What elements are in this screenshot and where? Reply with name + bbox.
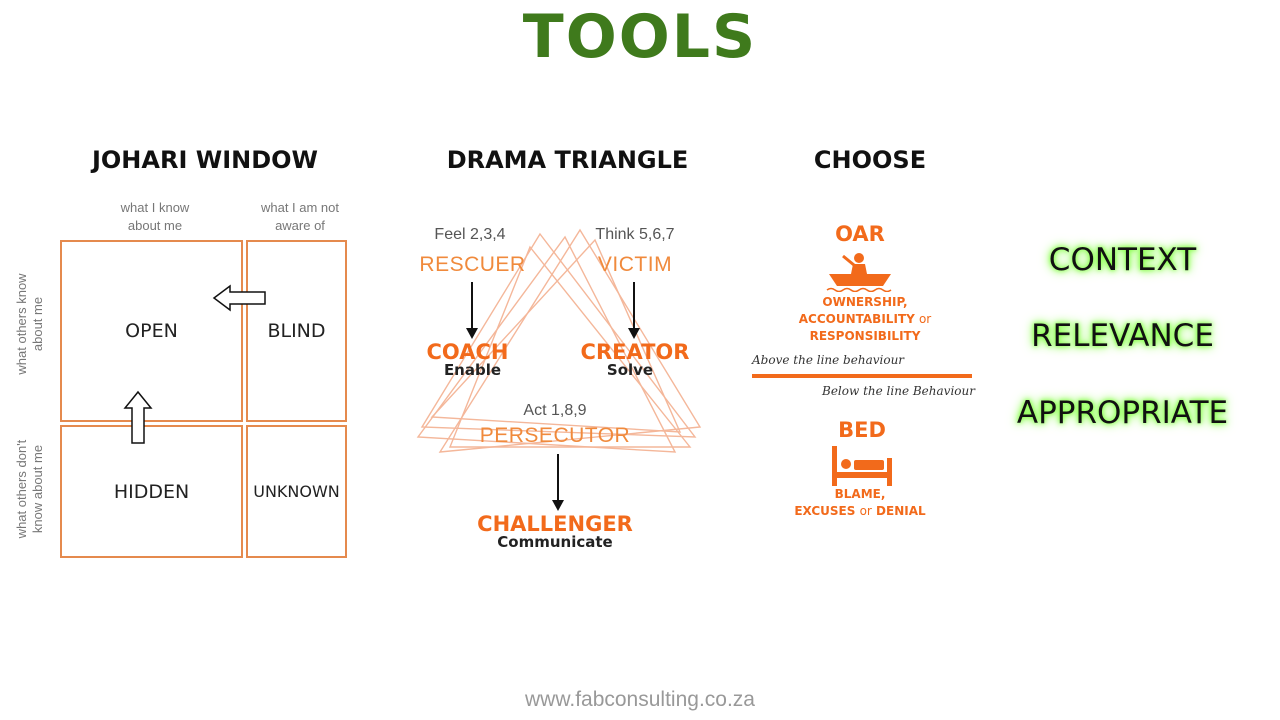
choose-heading: CHOOSE [813,146,927,174]
challenger-label: CHALLENGER [477,512,633,536]
below-line-text: Below the line Behaviour [822,384,975,398]
johari-unknown-label: UNKNOWN [253,482,340,501]
bed-line-1: BLAME, [834,487,886,501]
victim-note: Think 5,6,7 [595,226,675,243]
bed-line-2: EXCUSES or DENIAL [775,502,945,520]
johari-col-label-unaware: what I am not aware of [260,200,340,233]
keyword-appropriate: APPROPRIATE [1016,395,1229,431]
johari-col-label-known: what I know about me [120,200,190,233]
persecutor-note: Act 1,8,9 [523,402,587,419]
above-line-text: Above the line behaviour [752,353,905,367]
bed-icon [832,446,892,486]
rescuer-arrow-icon [466,282,478,339]
keyword-context: CONTEXT [1048,242,1197,278]
footer-url[interactable]: www.fabconsulting.co.za [525,688,755,711]
drama-heading: DRAMA TRIANGLE [446,146,689,174]
victim-arrow-icon [628,282,640,339]
rescuer-role: RESCUER [419,253,526,276]
johari-hidden-label: HIDDEN [113,480,190,503]
persecutor-role: PERSECUTOR [479,424,631,447]
oar-line-2-or: or [918,312,932,326]
oar-line-1: OWNERSHIP, [822,295,908,309]
bed-line-2-word-2: DENIAL [876,504,926,518]
coach-label: COACH [426,340,509,364]
bed-title: BED [838,418,886,442]
oar-line-2-word: ACCOUNTABILITY [798,312,915,326]
johari-quadrant-unknown: UNKNOWN [246,425,347,558]
oar-title: OAR [835,222,885,246]
johari-open-label: OPEN [125,320,178,342]
creator-action: Solve [606,361,654,379]
johari-quadrant-hidden: HIDDEN [60,425,243,558]
johari-row-label-others-dont-know: what others don't know about me [14,439,45,539]
page-title: TOOLS [522,2,758,72]
arrow-up-icon [123,390,153,444]
johari-blind-label: BLIND [267,320,326,342]
johari-row-label-others-know: what others know about me [14,273,45,375]
drama-triangle-graphic [416,228,702,453]
creator-label: CREATOR [580,340,690,364]
persecutor-arrow-icon [552,454,564,511]
coach-action: Enable [443,361,502,379]
oar-line-2: ACCOUNTABILITY or [780,310,950,328]
challenger-action: Communicate [497,533,613,551]
bed-line-2-word-1: EXCUSES [794,504,856,518]
bed-line-2-or: or [859,504,872,518]
keyword-relevance: RELEVANCE [1031,318,1214,354]
rowing-boat-icon [826,253,892,292]
line-divider [752,374,972,378]
rescuer-note: Feel 2,3,4 [434,226,506,243]
oar-line-3: RESPONSIBILITY [809,329,921,343]
johari-heading: JOHARI WINDOW [91,146,319,174]
johari-quadrant-open: OPEN [60,240,243,422]
johari-quadrant-blind: BLIND [246,240,347,422]
arrow-left-icon [212,284,266,312]
victim-role: VICTIM [597,253,673,276]
